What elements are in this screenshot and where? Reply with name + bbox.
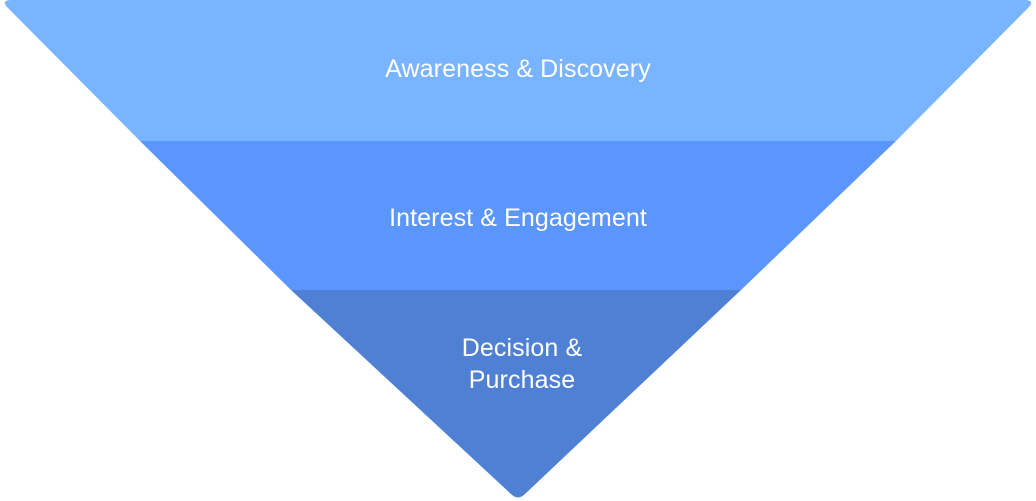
stage-label-decision-line1: Decision & [461, 334, 583, 362]
stage-label-awareness-text: Awareness & Discovery [385, 55, 651, 83]
stage-label-decision: Decision & Purchase [0, 332, 1036, 396]
stage-label-interest-text: Interest & Engagement [389, 204, 647, 232]
stage-label-interest: Interest & Engagement [0, 202, 1036, 234]
stage-label-decision-line2: Purchase [468, 366, 576, 394]
funnel-stage-interest [140, 141, 896, 290]
funnel-stage-awareness [4, 0, 1032, 141]
funnel-stage-decision [291, 290, 741, 498]
stage-label-awareness: Awareness & Discovery [0, 53, 1036, 85]
